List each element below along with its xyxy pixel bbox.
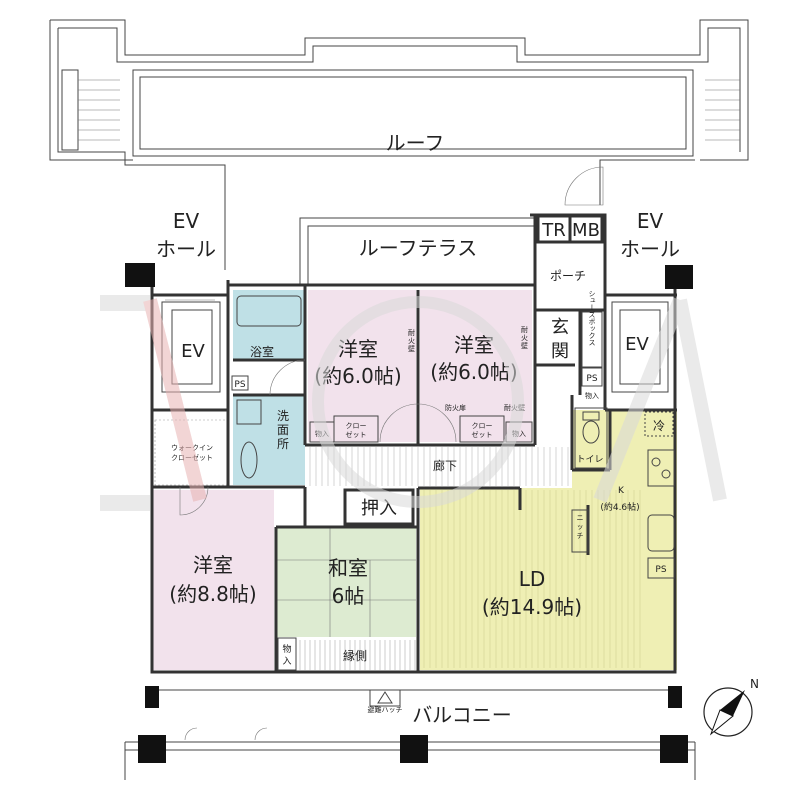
- closet-label-room1: クロー: [346, 422, 367, 430]
- bathtub: [236, 295, 302, 327]
- watermark: [100, 295, 727, 511]
- japanese-room: [276, 527, 416, 637]
- hallway-label: 廊下: [433, 458, 457, 473]
- ps-label-kitchen: PS: [655, 565, 666, 575]
- kitchen-label: K: [618, 486, 625, 496]
- toilet-bowl: [582, 420, 600, 444]
- shoe-box: [581, 311, 603, 368]
- north-label: N: [750, 677, 759, 691]
- engawa-slats: [299, 640, 416, 670]
- tr-mb-box: [536, 214, 604, 244]
- western-big-size: (約8.8帖): [169, 582, 256, 606]
- double-door-swing: [379, 403, 457, 443]
- ld-name: LD: [519, 567, 546, 591]
- western-room-big: [152, 490, 274, 670]
- fridge-space: [644, 411, 674, 437]
- washroom: [233, 395, 305, 485]
- left-stairs: [61, 69, 120, 151]
- japanese-name: 和室: [328, 556, 368, 580]
- balcony-window-marks: [184, 727, 268, 741]
- closet-label-room1-2: ゼット: [346, 430, 367, 439]
- mb-label: MB: [572, 220, 600, 241]
- burner-2: [661, 469, 671, 479]
- entrance-label-2: 関: [551, 341, 569, 362]
- ev-hall-left-label-2: ホール: [156, 237, 216, 261]
- closet-label-room2: クロー: [472, 422, 493, 430]
- kitchen-strip: [645, 410, 677, 670]
- walkin-door-swing: [179, 486, 209, 516]
- storage-label-entrance: 物入: [585, 391, 599, 400]
- ps-box-bath: [231, 375, 249, 391]
- toilet-tank: [582, 411, 600, 421]
- fridge-label: 冷: [653, 419, 665, 433]
- bath-label: 浴室: [250, 344, 274, 359]
- kitchen-size: (約4.6帖): [600, 501, 639, 513]
- right-stairs: [705, 79, 740, 141]
- ps-box-entrance: [581, 367, 603, 387]
- storage-engawa-box: [277, 637, 297, 671]
- western-big-name: 洋室: [193, 553, 233, 577]
- shoe-box-label: シューズボックス: [588, 290, 596, 346]
- fire-wall-label-2: 耐火壁: [521, 325, 528, 350]
- sink: [647, 514, 675, 552]
- ld-size: (約14.9帖): [482, 595, 582, 619]
- ev-hall-right-label: EV: [637, 209, 664, 233]
- ps-label-bath: PS: [234, 380, 245, 390]
- structural-columns: [125, 263, 693, 763]
- compass-icon: [703, 687, 753, 737]
- roof-outline: [49, 19, 749, 270]
- evacuation-hatch-icon: [369, 689, 401, 707]
- roof-terrace: [299, 217, 535, 285]
- niche-label: ニッチ: [577, 514, 584, 540]
- fire-door-label: 防火扉: [445, 403, 466, 412]
- ev-right-label: EV: [625, 334, 649, 355]
- roof-terrace-label: ルーフテラス: [359, 236, 477, 260]
- niche-box: [571, 509, 589, 553]
- toilet-room: [574, 407, 608, 469]
- storage-engawa-label: 物入: [282, 643, 291, 667]
- fire-wall-label-1: 耐火壁: [408, 328, 415, 353]
- roof-label: ルーフ: [386, 131, 445, 155]
- washbasin: [236, 399, 262, 425]
- hatch-label: 避難ハッチ: [368, 705, 403, 714]
- balcony-label: バルコニー: [412, 703, 512, 727]
- entrance-label: 玄: [551, 317, 569, 338]
- toilet-label: トイレ: [576, 455, 603, 465]
- bathroom: [233, 290, 305, 360]
- ps-label-entrance: PS: [586, 374, 597, 384]
- tr-label: TR: [541, 220, 566, 241]
- ev-hall-left-label: EV: [173, 209, 200, 233]
- closet-label-room2-2: ゼット: [472, 430, 493, 439]
- washroom-label: 洗面所: [277, 409, 289, 451]
- washing-machine: [240, 441, 258, 479]
- bath-door-swing: [269, 359, 306, 396]
- engawa-label: 縁側: [343, 648, 367, 663]
- room2-size: (約6.0帖): [430, 360, 517, 384]
- ev-left-label: EV: [181, 341, 205, 362]
- burner-1: [651, 457, 661, 467]
- tatami-pattern: [276, 527, 416, 637]
- porch-label: ポーチ: [550, 269, 586, 283]
- stove: [647, 449, 675, 487]
- japanese-size: 6帖: [332, 584, 365, 608]
- ev-hall-right-label-2: ホール: [620, 237, 680, 261]
- ld-floor-lines: [423, 490, 641, 668]
- porch-door-swing: [564, 166, 604, 206]
- ps-box-kitchen: [647, 557, 675, 579]
